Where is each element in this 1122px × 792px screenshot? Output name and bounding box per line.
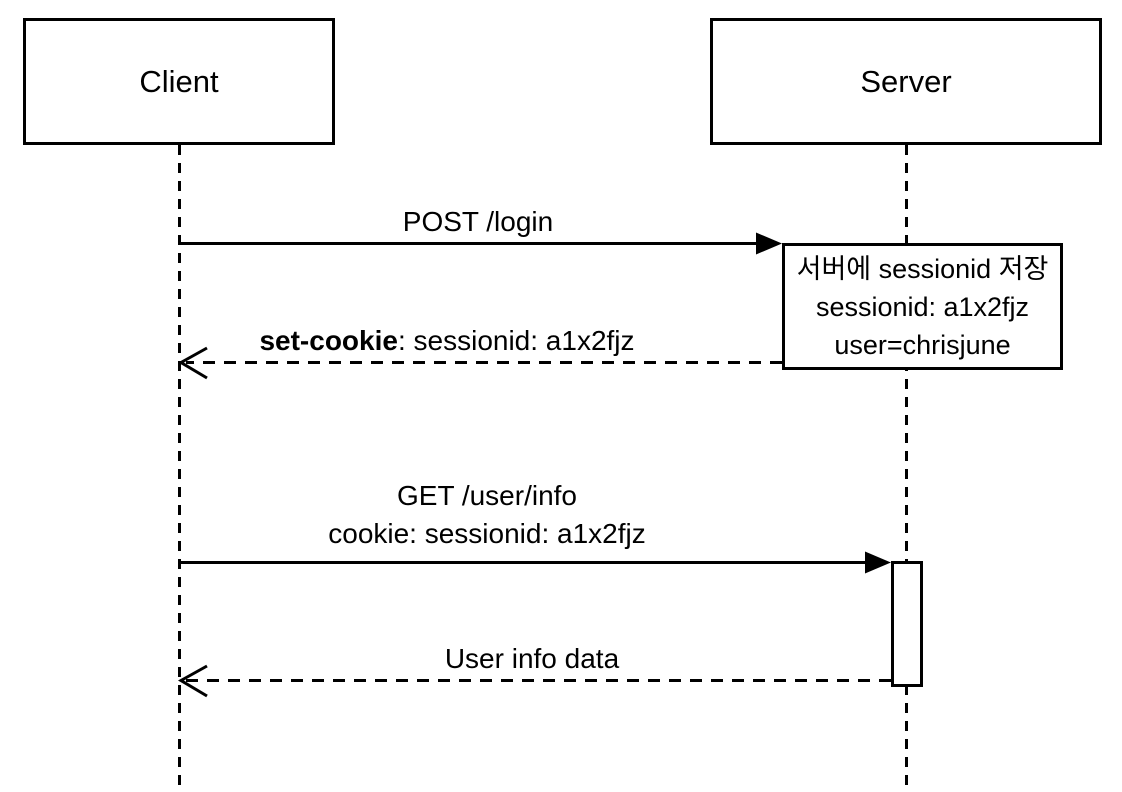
message-set-cookie-label-bold: set-cookie — [259, 325, 398, 356]
actor-client-label: Client — [139, 63, 219, 99]
message-set-cookie-label-rest: : sessionid: a1x2fjz — [397, 325, 635, 356]
note-line-1: 서버에 sessionid 저장 — [796, 253, 1049, 284]
open-arrowhead-icon — [177, 346, 208, 380]
message-get-user-info-label-line1: GET /user/info — [396, 480, 578, 511]
server-activation-bar — [891, 561, 923, 687]
message-set-cookie-label: set-cookie: sessionid: a1x2fjz — [259, 322, 634, 360]
actor-client-box: Client — [23, 18, 335, 145]
actor-server-label: Server — [860, 63, 952, 99]
filled-arrowhead-icon — [756, 232, 782, 255]
message-user-info-data-label: User info data — [444, 643, 620, 674]
server-note-box: 서버에 sessionid 저장 sessionid: a1x2fjz user… — [782, 243, 1063, 370]
note-line-3: user=chrisjune — [834, 329, 1011, 360]
message-get-user-info-label: GET /user/info cookie: sessionid: a1x2fj… — [328, 477, 646, 553]
message-get-user-info-label-line2: cookie: sessionid: a1x2fjz — [328, 518, 646, 549]
message-post-login-label: POST /login — [402, 206, 554, 237]
filled-arrowhead-icon — [865, 551, 891, 574]
actor-server-box: Server — [710, 18, 1102, 145]
open-arrowhead-icon — [177, 664, 208, 698]
note-line-2: sessionid: a1x2fjz — [815, 291, 1030, 322]
